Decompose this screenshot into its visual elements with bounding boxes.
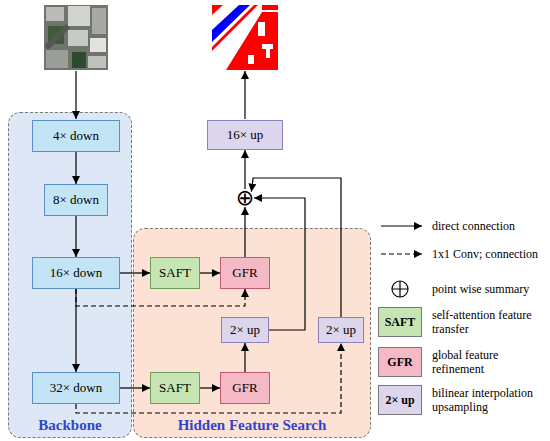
connector [75, 216, 76, 257]
legend-item: point wise summary [378, 273, 550, 305]
legend-text: point wise summary [432, 282, 548, 296]
box-label: 2× up [230, 322, 260, 338]
connector [76, 289, 245, 306]
box-label: 8× down [53, 192, 99, 208]
output-map [212, 5, 278, 70]
legend-item: SAFT self-attention feature transfer [378, 306, 550, 338]
connector [244, 343, 245, 372]
backbone-region: Backbone 4× down 8× down 16× down 32× down [8, 112, 132, 438]
region-label: Backbone [9, 417, 131, 434]
search-region: Hidden Feature Search SAFT GFR 2× up 2× up SA… [133, 228, 371, 438]
legend-text: self-attention feature transfer [432, 308, 548, 336]
legend-swatch: 2× up [378, 385, 422, 415]
image-road [44, 24, 70, 50]
image-roof [68, 30, 88, 46]
map-building [262, 5, 278, 10]
downsample-box: 8× down [44, 184, 108, 216]
image-ground [44, 5, 108, 70]
legend-swatch: SAFT [378, 307, 422, 337]
upsample-box: 2× up [318, 317, 364, 343]
image-roof [46, 50, 68, 68]
box-label: GFR [232, 380, 257, 396]
sum-cross [392, 281, 408, 297]
input-arrow [75, 71, 76, 119]
legend-item: 2× up bilinear interpolation upsampling [378, 384, 550, 416]
legend-text: direct connection [432, 219, 548, 233]
box-label: 16× down [50, 265, 102, 281]
map-gap [248, 55, 254, 64]
box-label: SAFT [159, 265, 191, 281]
box-label: 16× up [227, 127, 264, 143]
input-image [44, 5, 108, 70]
connector [244, 150, 245, 189]
legend-dashed-arrow [381, 253, 422, 254]
upsample-box: 2× up [221, 317, 269, 343]
connector [200, 272, 220, 273]
image-tree [72, 52, 86, 68]
swatch-label: GFR [387, 355, 412, 370]
connector [251, 178, 341, 317]
swatch-label: 2× up [385, 393, 414, 408]
map-building [226, 12, 278, 70]
saft-box: SAFT [150, 372, 200, 404]
box-label: 2× up [326, 322, 356, 338]
box-label: 32× down [50, 380, 102, 396]
legend-solid-arrow [381, 225, 422, 226]
legend-item: 1x1 Conv; connection [378, 238, 550, 270]
box-label: SAFT [159, 380, 191, 396]
image-roof [90, 38, 106, 52]
map-gap [258, 22, 265, 36]
connector [120, 272, 150, 273]
sum-circle [392, 281, 408, 297]
image-roof [92, 8, 106, 34]
region-label: Hidden Feature Search [134, 417, 370, 434]
legend-text: 1x1 Conv; connection [432, 247, 548, 261]
gfr-box: GFR [220, 372, 270, 404]
box-label: 4× down [53, 128, 99, 144]
connector [254, 198, 305, 330]
legend-swatch: GFR [378, 347, 422, 377]
saft-box: SAFT [150, 257, 200, 289]
downsample-box: 4× down [32, 120, 120, 152]
downsample-box: 32× down [32, 372, 120, 404]
map-building [212, 5, 223, 15]
connector [76, 343, 341, 413]
legend-text: bilinear interpolation upsampling [432, 386, 548, 414]
connector [75, 152, 76, 184]
image-roof [46, 7, 64, 21]
sum-node: ⊕ [236, 189, 254, 207]
connector [244, 207, 245, 257]
gfr-box: GFR [220, 257, 270, 289]
connector [120, 387, 150, 388]
image-roof [68, 6, 90, 26]
downsample-box: 16× down [32, 257, 120, 289]
sum-symbol: ⊕ [236, 189, 254, 207]
connector [200, 387, 220, 388]
legend-item: GFR global feature refinement [378, 346, 550, 378]
swatch-label: SAFT [385, 315, 416, 330]
map-gap [266, 44, 270, 58]
box-label: GFR [232, 265, 257, 281]
legend-text: global feature refinement [432, 348, 548, 376]
upsample-box: 16× up [207, 120, 283, 150]
connector [75, 289, 76, 372]
output-arrow [244, 71, 245, 119]
map-background [212, 5, 278, 70]
legend-item: direct connection [378, 210, 550, 242]
map-road [212, 5, 250, 42]
image-roof [88, 56, 106, 68]
legend-sum-symbol [392, 281, 408, 297]
